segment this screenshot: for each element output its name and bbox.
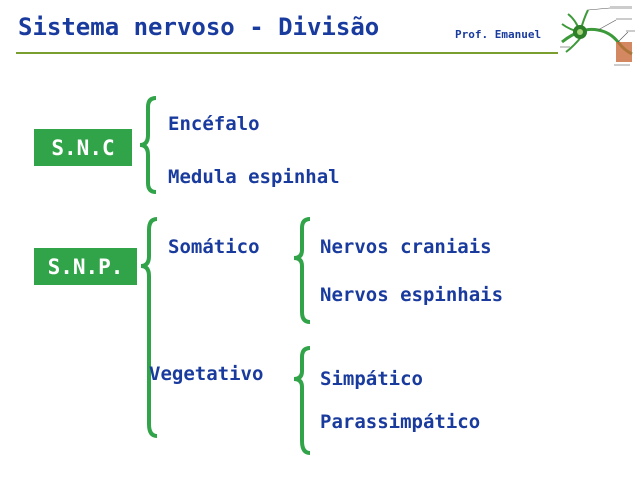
- snc-box: S.N.C: [34, 129, 132, 166]
- vegetativo-brace: [292, 345, 314, 457]
- snc-item-encefalo: Encéfalo: [168, 113, 260, 135]
- somatico-brace: [292, 216, 314, 326]
- snc-item-medula: Medula espinhal: [168, 166, 340, 188]
- header-divider: [16, 52, 560, 54]
- vegetativo-label: Vegetativo: [149, 363, 263, 385]
- page-title: Sistema nervoso - Divisão: [18, 13, 379, 41]
- snc-brace: [138, 95, 160, 195]
- vegetativo-item-parassimpatico: Parassimpático: [320, 411, 480, 433]
- snp-brace: [139, 216, 161, 440]
- neuron-illustration: [558, 2, 636, 70]
- somatico-item-espinhais: Nervos espinhais: [320, 284, 503, 306]
- author-label: Prof. Emanuel: [455, 28, 541, 41]
- somatico-label: Somático: [168, 236, 260, 258]
- somatico-item-craniais: Nervos craniais: [320, 236, 492, 258]
- vegetativo-item-simpatico: Simpático: [320, 368, 423, 390]
- snp-box: S.N.P.: [34, 248, 137, 285]
